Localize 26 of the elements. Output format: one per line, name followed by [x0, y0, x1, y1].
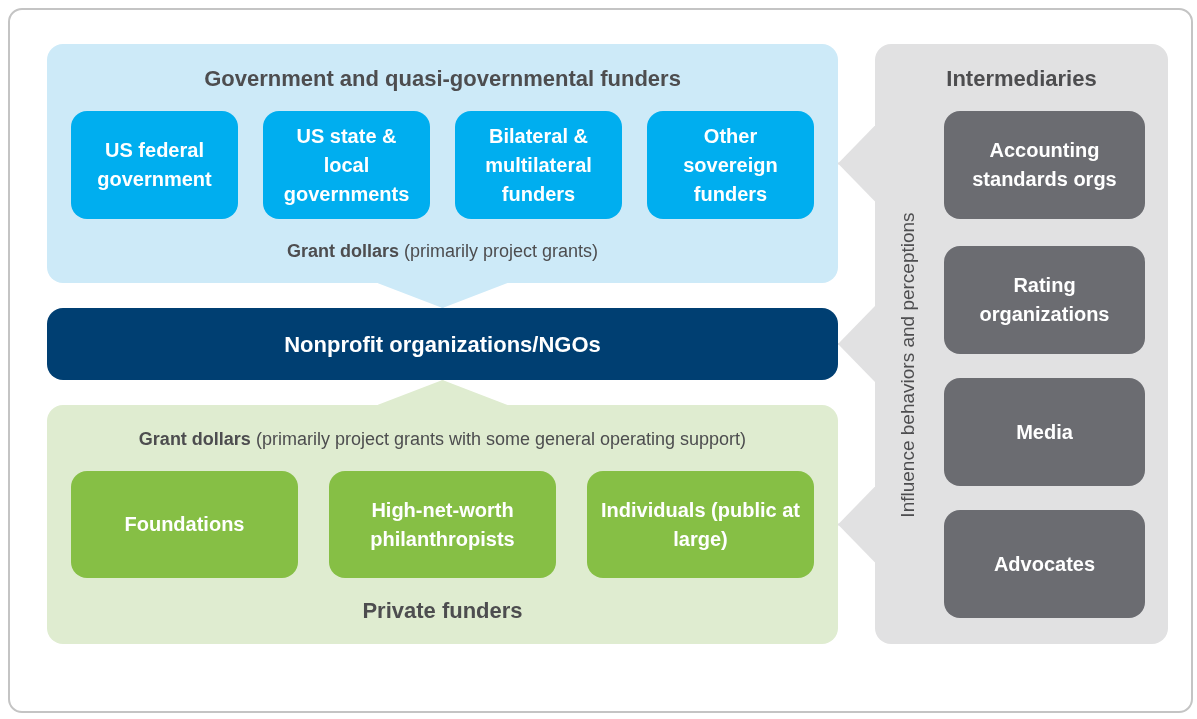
chevron-arrow — [837, 306, 876, 382]
chevron-arrow — [837, 486, 876, 563]
intermediary-box: Rating organizations — [944, 246, 1145, 354]
intermediary-box: Accounting standards orgs — [944, 111, 1145, 219]
funder-box: US federal government — [71, 111, 238, 219]
panel-title: Intermediaries — [945, 66, 1098, 92]
organization-bar: Nonprofit organizations/NGOs — [47, 308, 838, 380]
funder-box: Individuals (public at large) — [587, 471, 814, 578]
caption-text: Grant dollars (primarily project grants with some general operating support) — [137, 429, 748, 450]
chevron-arrow — [377, 379, 508, 406]
caption-text: Grant dollars (primarily project grants) — [285, 241, 600, 262]
panel — [47, 405, 838, 644]
rotated-label: Influence behaviors and perceptions — [897, 211, 919, 520]
funder-box: Other sovereign funders — [647, 111, 814, 219]
panel — [875, 44, 1168, 644]
panel-title: Private funders — [361, 598, 524, 624]
funder-box: Foundations — [71, 471, 298, 578]
panel — [47, 44, 838, 283]
chevron-arrow — [837, 125, 876, 202]
intermediary-box: Advocates — [944, 510, 1145, 618]
intermediary-box: Media — [944, 378, 1145, 486]
funder-box: Bilateral & multilateral funders — [455, 111, 622, 219]
funder-box: US state & local governments — [263, 111, 430, 219]
chevron-arrow — [377, 282, 508, 309]
funder-box: High-net-worth philanthropists — [329, 471, 556, 578]
panel-title: Government and quasi-governmental funders — [203, 66, 682, 92]
